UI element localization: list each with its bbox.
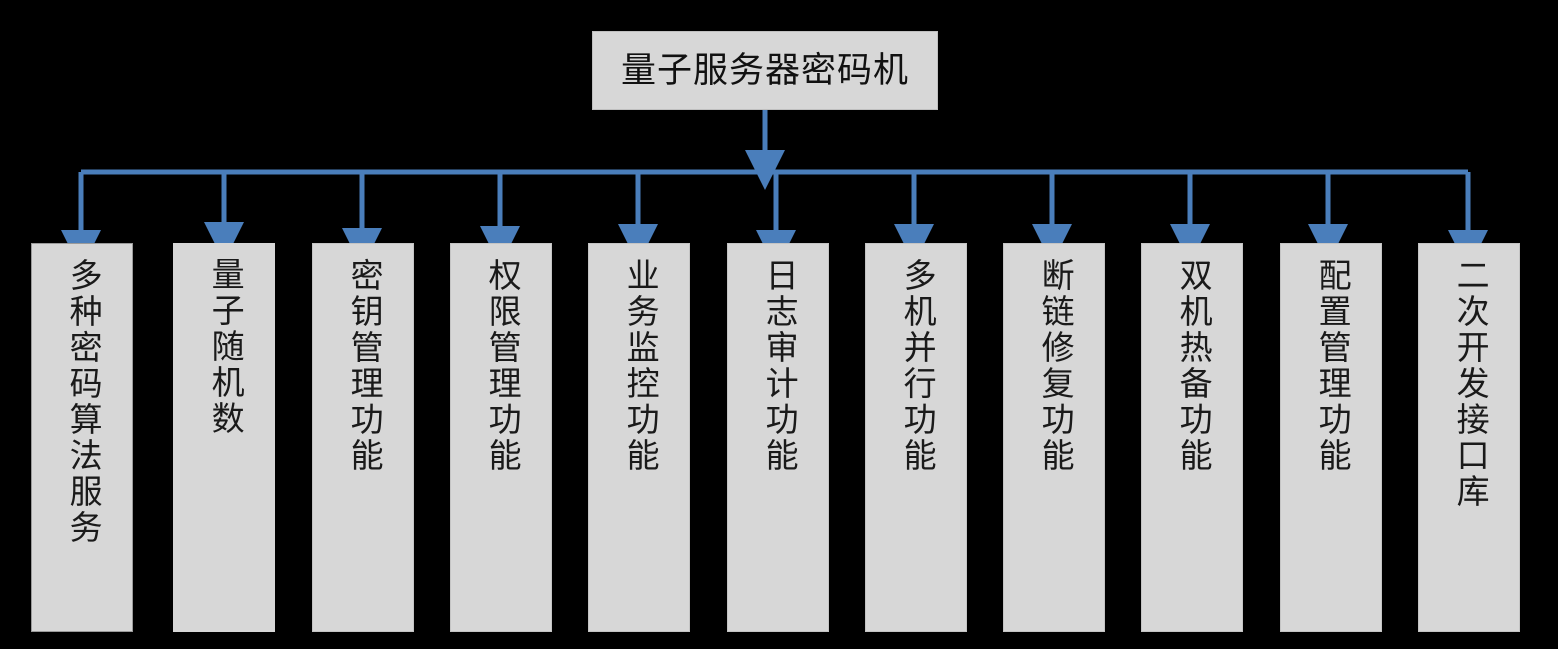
feature-node-2-label: 量子随机数: [206, 257, 243, 437]
feature-node-3[interactable]: 密钥管理功能: [312, 243, 414, 632]
feature-node-10[interactable]: 配置管理功能: [1280, 243, 1382, 632]
feature-node-9[interactable]: 双机热备功能: [1141, 243, 1243, 632]
feature-node-7-label: 多机并行功能: [898, 258, 935, 474]
feature-node-1-label: 多种密码算法服务: [64, 258, 101, 546]
feature-node-8[interactable]: 断链修复功能: [1003, 243, 1105, 632]
feature-node-6-label: 日志审计功能: [760, 258, 797, 474]
feature-node-4[interactable]: 权限管理功能: [450, 243, 552, 632]
feature-node-7[interactable]: 多机并行功能: [865, 243, 967, 632]
feature-node-1[interactable]: 多种密码算法服务: [31, 243, 133, 632]
feature-node-10-label: 配置管理功能: [1313, 258, 1350, 474]
feature-node-11[interactable]: 二次开发接口库: [1418, 243, 1520, 632]
feature-node-6[interactable]: 日志审计功能: [727, 243, 829, 632]
root-node-label: 量子服务器密码机: [620, 51, 909, 90]
feature-node-3-label: 密钥管理功能: [345, 258, 382, 474]
feature-node-8-label: 断链修复功能: [1036, 258, 1073, 474]
feature-node-9-label: 双机热备功能: [1174, 258, 1211, 474]
feature-node-2[interactable]: 量子随机数: [173, 243, 275, 632]
feature-node-4-label: 权限管理功能: [483, 258, 520, 474]
feature-node-5-label: 业务监控功能: [621, 258, 658, 474]
feature-node-11-label: 二次开发接口库: [1451, 258, 1488, 510]
feature-node-5[interactable]: 业务监控功能: [588, 243, 690, 632]
root-node[interactable]: 量子服务器密码机: [592, 31, 938, 110]
